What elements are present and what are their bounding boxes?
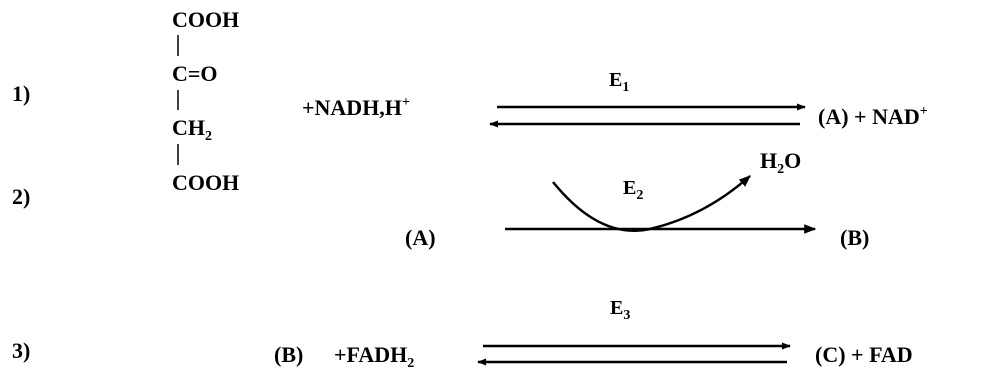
- formula-line-4: COOH: [172, 170, 240, 195]
- enzyme-e3: E3: [610, 298, 630, 323]
- formula-ch: CH: [172, 115, 205, 140]
- formula-line-3: CH2: [172, 117, 212, 144]
- enzyme-e2-letter: E: [623, 177, 637, 199]
- formula-line-2: C=O: [172, 61, 218, 86]
- cofactor-nadh-text: +NADH,H: [302, 95, 402, 120]
- substrate-b: (B): [274, 342, 304, 367]
- reaction-number-1: 1): [12, 81, 31, 106]
- cofactor-fadh2: +FADH2: [334, 344, 414, 371]
- enzyme-e3-letter: E: [610, 297, 624, 319]
- product-a-nad: (A) + NAD+: [818, 105, 928, 128]
- water-subscript: 2: [777, 162, 785, 177]
- product-a-nad-text: (A) + NAD: [818, 104, 920, 129]
- reaction-number-2: 2): [12, 184, 31, 209]
- reaction-number-3: 3): [12, 338, 31, 363]
- product-a-nad-superscript: +: [919, 104, 928, 119]
- cofactor-fadh2-text: +FADH: [334, 342, 408, 367]
- enzyme-e1: E1: [609, 70, 629, 95]
- water-release-arrow: [552, 175, 751, 232]
- product-b: (B): [840, 225, 870, 250]
- formula-line-1: COOH: [172, 7, 240, 32]
- enzyme-e1-letter: E: [609, 69, 623, 91]
- enzyme-e3-subscript: 3: [623, 308, 631, 323]
- substrate-a: (A): [405, 225, 436, 250]
- cofactor-nadh: +NADH,H+: [302, 96, 410, 119]
- product-c-fad: (C) + FAD: [815, 342, 913, 367]
- water-h: H: [760, 148, 778, 173]
- cofactor-nadh-superscript: +: [401, 95, 410, 110]
- enzyme-e1-subscript: 1: [622, 80, 630, 95]
- enzyme-e2: E2: [623, 178, 643, 203]
- water-o: O: [784, 148, 802, 173]
- water-byproduct: H2O: [760, 150, 801, 177]
- enzyme-e2-subscript: 2: [636, 188, 644, 203]
- formula-ch-subscript: 2: [205, 129, 212, 144]
- cofactor-fadh2-subscript: 2: [407, 356, 415, 371]
